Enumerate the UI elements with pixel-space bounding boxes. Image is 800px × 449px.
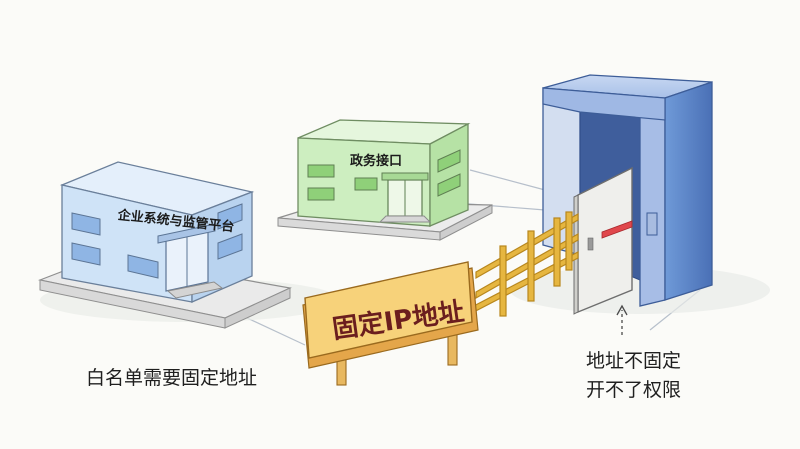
no-permission-caption: 开不了权限	[586, 379, 682, 401]
whitelist-caption: 白名单需要固定地址	[86, 367, 258, 389]
unfixed-address-caption: 地址不固定	[586, 350, 682, 372]
government-building	[277, 119, 493, 241]
government-building-label: 政务接口	[350, 154, 403, 169]
up-arrow	[616, 304, 628, 335]
gate-door	[573, 166, 633, 315]
ip-sign	[302, 261, 479, 386]
enterprise-building	[37, 161, 292, 329]
fence-barrier	[465, 211, 579, 317]
